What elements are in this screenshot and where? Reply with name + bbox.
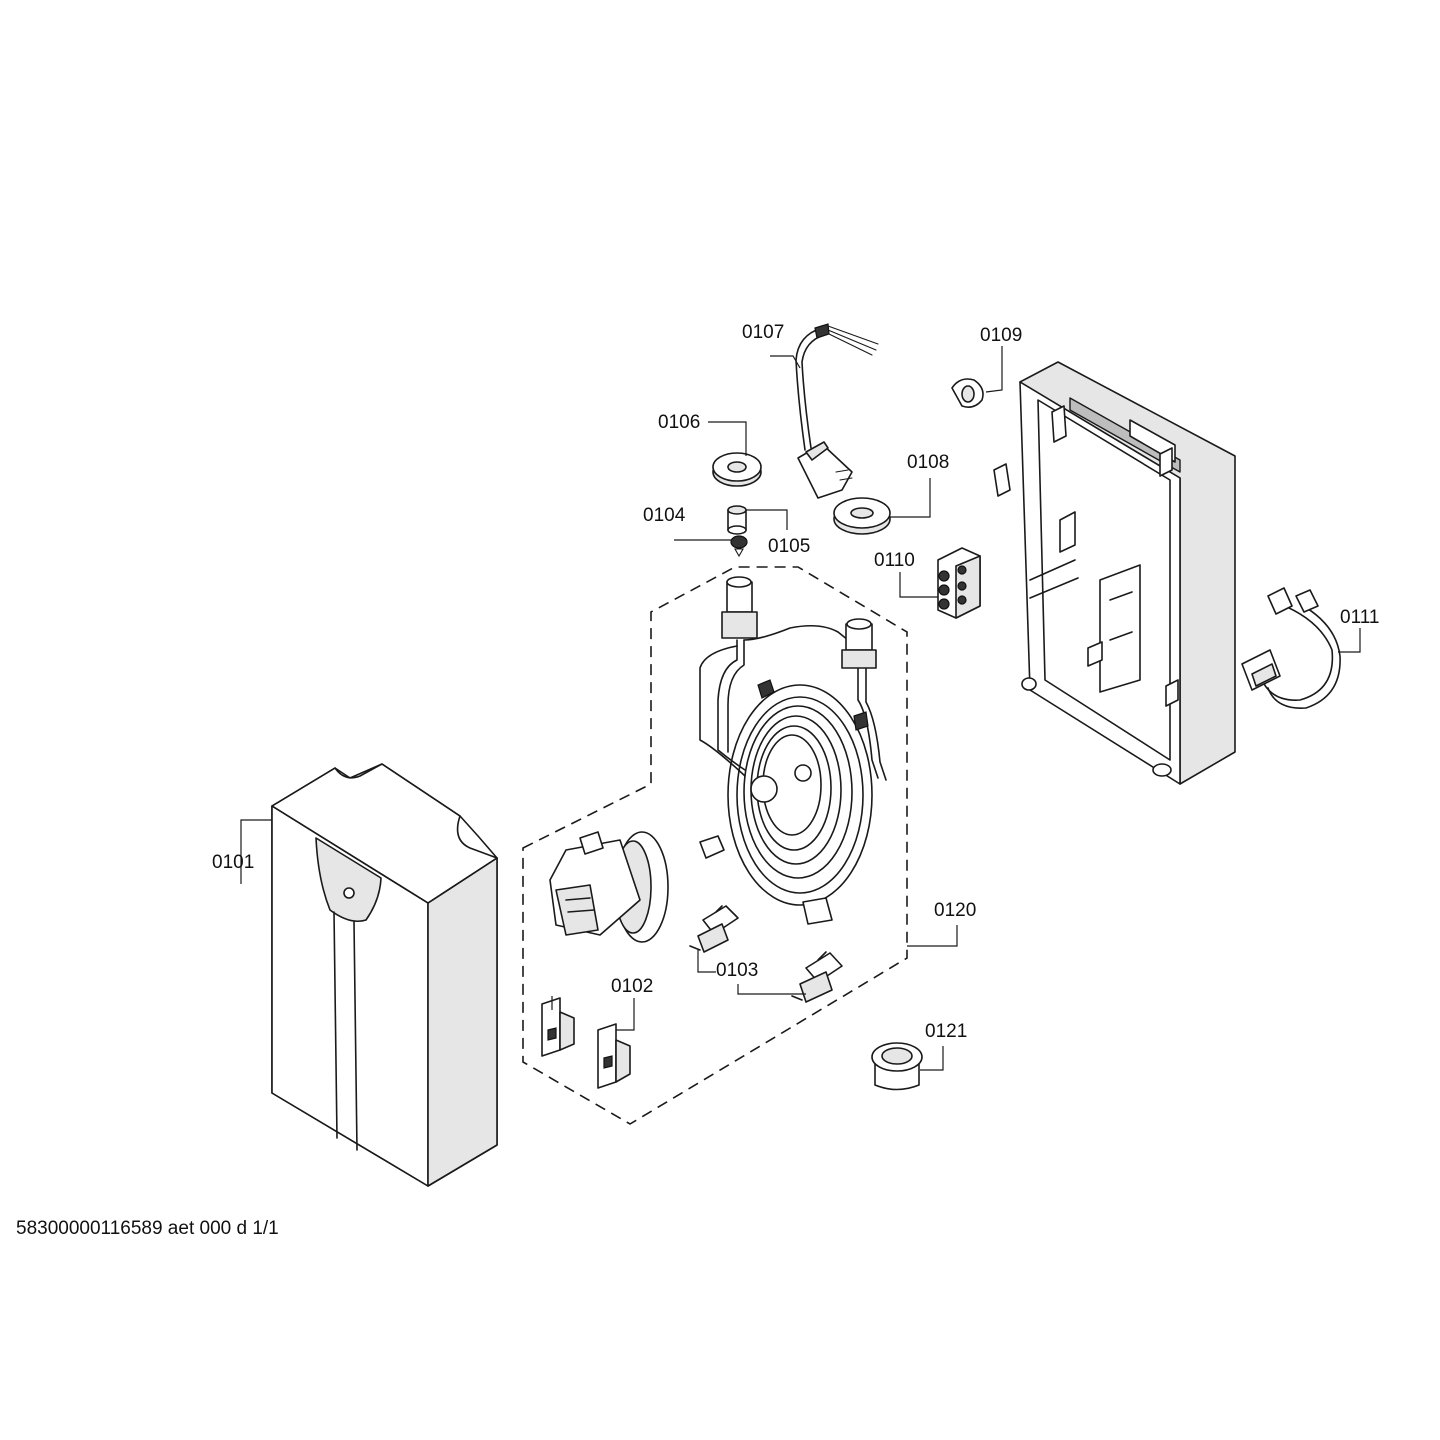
part-0121-knob (871, 1042, 923, 1091)
callout-0102: 0102 (611, 976, 653, 997)
callout-0121: 0121 (925, 1021, 967, 1042)
part-0104-screw (730, 535, 748, 558)
callout-labels: 0101 0102 0103 0104 0105 0106 0107 0108 … (212, 322, 1379, 1042)
part-0101-front-cover (271, 763, 498, 1187)
part-0107-power-cable (795, 323, 879, 499)
part-0103-thermal-cutout-b (791, 951, 843, 1003)
callout-0107: 0107 (742, 322, 784, 343)
callout-0101: 0101 (212, 852, 254, 873)
callout-0108: 0108 (907, 452, 949, 473)
callout-0109: 0109 (980, 325, 1022, 346)
callout-0110: 0110 (874, 550, 915, 571)
part-0108-grommet (833, 497, 891, 535)
callout-0103: 0103 (716, 960, 758, 981)
part-0109-clip (951, 378, 984, 408)
part-0102-micro-switch-b (597, 1023, 631, 1089)
callout-0111: 0111 (1340, 607, 1379, 628)
callout-0105: 0105 (768, 536, 810, 557)
part-0111-wiring-harness (1241, 587, 1341, 709)
part-0110-terminal-block (937, 547, 981, 619)
part-back-panel (993, 361, 1236, 785)
part-0120-heating-assembly (522, 566, 908, 1125)
callout-0120: 0120 (934, 900, 976, 921)
part-0102-micro-switch-a (541, 997, 575, 1057)
callout-0104: 0104 (643, 505, 686, 526)
part-0103-thermal-cutout-a (689, 905, 739, 953)
part-0105-sleeve (727, 505, 747, 535)
part-0106-grommet (712, 452, 762, 487)
document-reference-footer: 58300000116589 aet 000 d 1/1 (16, 1218, 279, 1239)
callout-0106: 0106 (658, 412, 700, 433)
part-pressure-switch (549, 831, 669, 943)
leader-lines (240, 346, 1361, 1071)
